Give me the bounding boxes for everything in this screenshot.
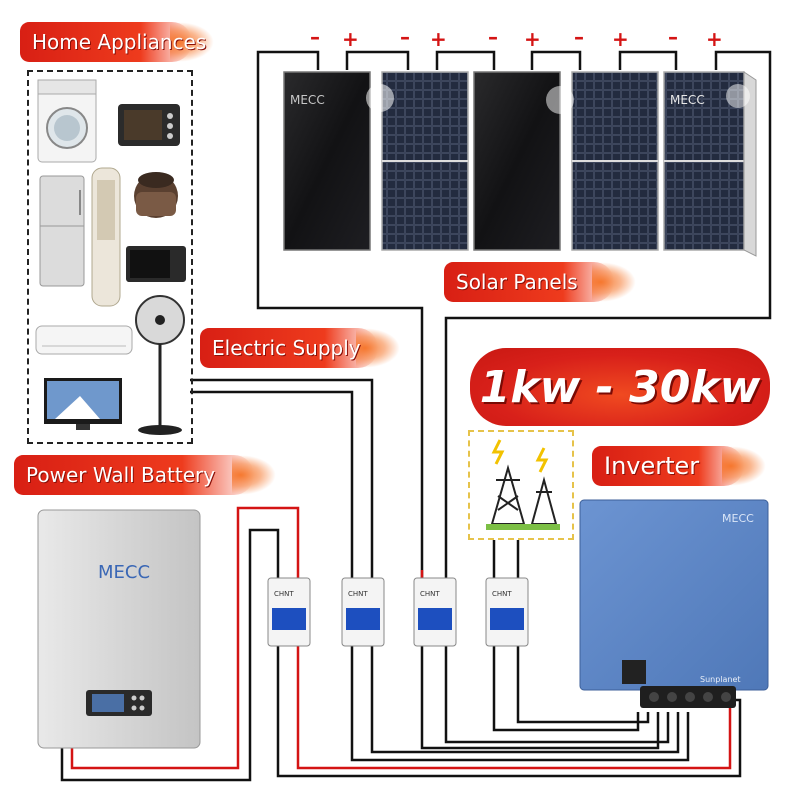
battery-logo: MECC	[98, 562, 150, 583]
inverter-text: Inverter	[604, 452, 700, 480]
inverter-model: Sunplanet	[700, 675, 741, 684]
wire-panel-positive	[444, 50, 772, 744]
home-appliances-label: Home Appliances	[20, 22, 214, 62]
plus-sign-2: +	[430, 27, 447, 51]
breaker-grid	[485, 577, 529, 647]
power-wall-battery-label: Power Wall Battery	[14, 455, 276, 495]
inverter-logo: MECC	[722, 512, 754, 525]
brand-text: MECC MECC MECC MECC Sunplanet CHNT CHNT …	[98, 93, 754, 684]
solar-panels-text: Solar Panels	[456, 270, 578, 294]
home-appliances-text: Home Appliances	[32, 30, 207, 54]
power-range-banner: 1kw - 30kw	[470, 348, 770, 426]
solar-panels-label: Solar Panels	[444, 262, 636, 302]
wire-battery-red	[70, 506, 300, 770]
breaker-battery	[267, 577, 311, 647]
breaker-solar	[413, 577, 457, 647]
minus-sign-2: –	[400, 25, 410, 49]
plus-sign-5: +	[706, 27, 723, 51]
electric-supply-label: Electric Supply	[200, 328, 400, 368]
power-range-text: 1kw - 30kw	[479, 361, 761, 413]
breaker-brand-2: CHNT	[348, 590, 368, 598]
panel-logo-1: MECC	[290, 93, 325, 107]
inverter-label: Inverter	[592, 446, 766, 486]
breaker-supply	[341, 577, 385, 647]
wire-supply-2	[190, 390, 354, 578]
appliance-group-border	[27, 70, 193, 444]
black-wires	[60, 50, 772, 782]
breakers	[267, 577, 529, 647]
breaker-brand-4: CHNT	[492, 590, 512, 598]
solar-panels	[283, 71, 757, 257]
minus-sign-3: –	[488, 25, 498, 49]
breaker-brand-1: CHNT	[274, 590, 294, 598]
minus-sign-1: –	[310, 25, 320, 49]
inverter	[579, 499, 769, 708]
power-wall-battery-text: Power Wall Battery	[26, 463, 216, 487]
plus-sign-4: +	[612, 27, 629, 51]
wire-supply-1	[190, 378, 374, 578]
wire-panel-negative	[256, 50, 660, 750]
polarity-markers: – + – + – + – + – +	[310, 25, 723, 51]
wire-battery-black	[60, 528, 280, 782]
power-wall-battery	[37, 509, 201, 749]
grid-group-border	[468, 430, 574, 540]
appliances	[35, 79, 186, 435]
panel-logo-5: MECC	[670, 93, 705, 107]
plus-sign-3: +	[524, 27, 541, 51]
minus-sign-4: –	[574, 25, 584, 49]
minus-sign-5: –	[668, 25, 678, 49]
electric-supply-text: Electric Supply	[212, 336, 361, 360]
breaker-brand-3: CHNT	[420, 590, 440, 598]
plus-sign-1: +	[342, 27, 359, 51]
grid-towers	[486, 439, 560, 530]
